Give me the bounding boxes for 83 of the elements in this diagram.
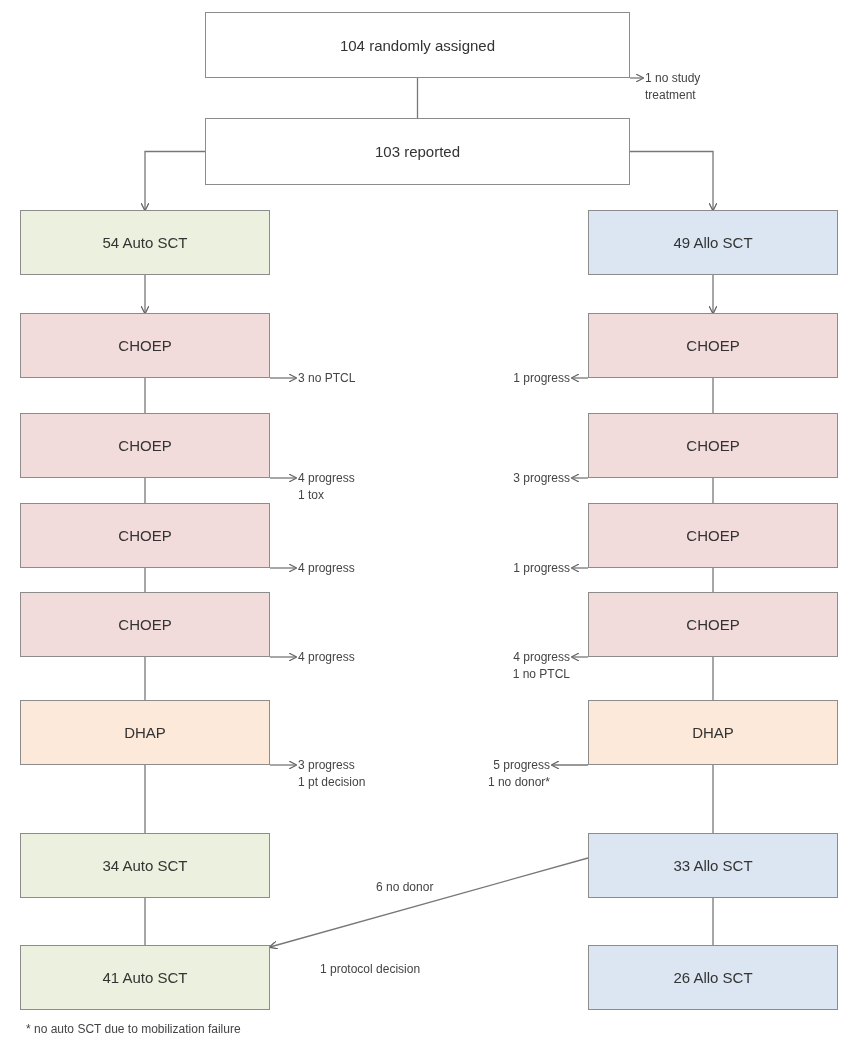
connector-line — [712, 377, 714, 414]
box-label: CHOEP — [686, 337, 740, 354]
exit-note: 1 tox — [298, 487, 324, 504]
box-label: CHOEP — [686, 527, 740, 544]
box-label: CHOEP — [118, 437, 172, 454]
arrow — [629, 73, 645, 83]
process-box — [588, 700, 838, 765]
arrow — [570, 563, 589, 573]
arrow — [140, 274, 150, 315]
process-box — [20, 313, 270, 378]
exit-note: 4 progress — [298, 560, 355, 577]
exit-note: 1 progress — [513, 370, 570, 387]
box-label: DHAP — [692, 724, 734, 741]
connector-line — [712, 477, 714, 504]
process-box — [588, 945, 838, 1010]
connector-line — [712, 656, 714, 701]
connector-line — [144, 656, 146, 701]
exit-note: 4 progress — [298, 470, 355, 487]
exit-note: 1 pt decision — [298, 774, 366, 791]
box-label: DHAP — [124, 724, 166, 741]
box-label: 104 randomly assigned — [339, 36, 496, 54]
connector-line — [144, 897, 146, 946]
exit-note: 4 progress — [298, 649, 355, 666]
box-label: 49 Allo SCT — [673, 234, 753, 251]
box-label: 34 Auto SCT — [102, 857, 188, 874]
process-box — [20, 210, 270, 275]
arrow — [629, 150, 718, 212]
process-box — [588, 313, 838, 378]
exit-note: 1 progress — [513, 560, 570, 577]
process-box — [20, 413, 270, 478]
exit-note: 1 no donor* — [487, 774, 550, 791]
process-box — [20, 503, 270, 568]
box-label: 54 Auto SCT — [102, 234, 188, 251]
arrow — [708, 274, 718, 315]
exit-note: 4 progress — [513, 649, 570, 666]
arrow — [269, 652, 298, 662]
process-box — [20, 945, 270, 1010]
connector-line — [712, 764, 714, 834]
exit-note: 3 progress — [298, 757, 355, 774]
process-box — [588, 413, 838, 478]
note-label: 1 protocol decision — [320, 962, 421, 976]
edge-label: 6 no donor — [374, 880, 436, 894]
arrow — [570, 473, 589, 483]
arrow — [269, 373, 298, 383]
process-box — [205, 12, 630, 78]
process-box — [20, 700, 270, 765]
process-box — [20, 833, 270, 898]
box-label: CHOEP — [118, 527, 172, 544]
box-label: 103 reported — [374, 143, 461, 160]
connector-line — [144, 567, 146, 593]
exit-note: 3 no PTCL — [298, 370, 356, 387]
box-label: CHOEP — [686, 437, 740, 454]
connector-line — [416, 77, 419, 119]
process-box — [588, 503, 838, 568]
arrow — [140, 150, 206, 212]
process-box — [588, 210, 838, 275]
arrow — [269, 563, 298, 573]
footnote: * no auto SCT due to mobilization failure — [26, 1022, 241, 1036]
box-label: 41 Auto SCT — [102, 969, 188, 986]
arrow — [570, 652, 589, 662]
process-box — [588, 592, 838, 657]
process-box — [20, 592, 270, 657]
exit-note: 3 progress — [513, 470, 570, 487]
connector-line — [712, 897, 714, 946]
connector-line — [144, 477, 146, 504]
arrow — [268, 857, 589, 950]
arrow — [570, 373, 589, 383]
box-label: CHOEP — [118, 616, 172, 633]
exit-note: 1 no PTCL — [512, 666, 570, 683]
box-label: 33 Allo SCT — [673, 857, 753, 874]
arrow — [269, 473, 298, 483]
exit-note: 5 progress — [493, 757, 550, 774]
exit-note: 1 no study treatment — [645, 70, 702, 104]
connector-line — [144, 764, 146, 834]
connector-line — [144, 377, 146, 414]
box-label: 26 Allo SCT — [673, 969, 753, 986]
arrow — [269, 760, 298, 770]
connector-line — [712, 567, 714, 593]
box-label: CHOEP — [118, 337, 172, 354]
process-box — [588, 833, 838, 898]
arrow — [550, 760, 589, 770]
process-box — [205, 118, 630, 185]
box-label: CHOEP — [686, 616, 740, 633]
